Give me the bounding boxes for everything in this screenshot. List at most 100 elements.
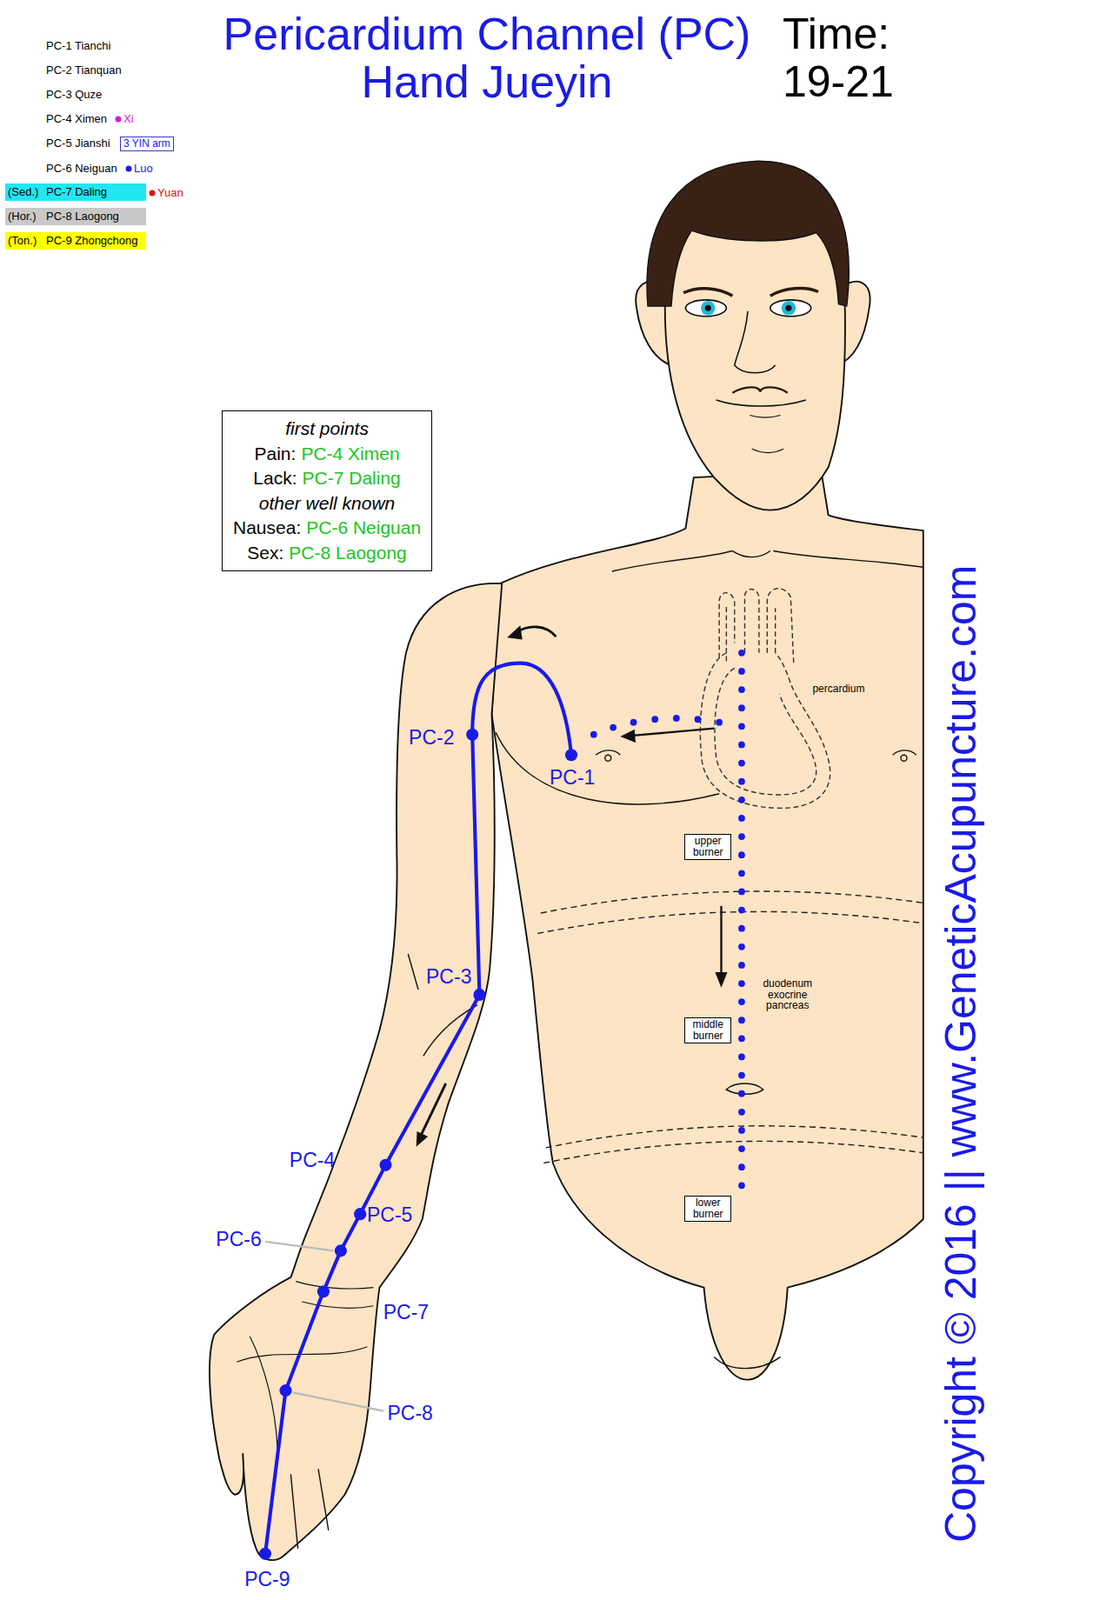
arrow-head (416, 1131, 428, 1147)
acupoint (379, 1159, 392, 1172)
section-heading: first points (285, 418, 369, 439)
pathway-dot (738, 961, 746, 969)
point-label: PC-7 (383, 1300, 429, 1324)
flow-arrow (632, 728, 714, 736)
point-name: PC-4 Ximen (46, 113, 107, 127)
arm (209, 583, 502, 1560)
clavicle (612, 551, 733, 572)
pathway-dot (738, 722, 746, 730)
heart-outline (714, 667, 817, 795)
point-name: PC-9 Zhongchong (46, 232, 139, 250)
point-label: PC-4 (289, 1148, 335, 1172)
acupoint (317, 1285, 330, 1298)
point-name: PC-2 Tianquan (46, 64, 122, 78)
arrow-head (714, 972, 727, 988)
pathway-dot (738, 1090, 746, 1098)
pathway-dot (738, 888, 746, 896)
point-category: Yuan (157, 186, 184, 200)
pathway-dot (738, 704, 746, 712)
page-title: Pericardium Channel (PC) Hand Jueyin (199, 10, 774, 107)
pathway-dot (738, 906, 746, 914)
tag-text: 3 YIN arm (123, 137, 171, 150)
pathway-dot (738, 667, 746, 675)
category-tag: 3 YIN arm (119, 136, 174, 152)
indication: Pain: (254, 443, 297, 464)
indication: Lack: (253, 467, 297, 488)
burner-boundary (540, 891, 924, 914)
text-row: Lack:PC-7 Daling (233, 466, 421, 492)
pathway-dot (738, 1108, 746, 1116)
acupoint (473, 988, 486, 1001)
pathway-dot (738, 1163, 746, 1171)
burner-boundary (543, 1140, 923, 1163)
acupoint (565, 748, 578, 761)
jugular-notch (732, 551, 770, 558)
pathway-dot (738, 1181, 746, 1189)
chest-line (495, 732, 720, 805)
mode-tag: (Ton.) (7, 232, 37, 250)
pathway-dot (738, 943, 746, 951)
pathway-dot (738, 925, 746, 933)
point-name: PC-6 Neiguan (46, 162, 118, 176)
highlight-band: (Hor.) PC-8 Laogong (5, 207, 147, 226)
flow-arrows (416, 625, 728, 1147)
pathway-dot (673, 714, 680, 722)
eye (685, 299, 727, 317)
flow-arrow (719, 906, 722, 976)
wrist-crease (301, 1301, 374, 1308)
highlight-band: (Sed.)PC-7 Daling (5, 183, 147, 201)
groin-crease (713, 1356, 780, 1368)
pathway-dot (738, 998, 746, 1006)
mode-tag: (Sed.) (7, 183, 39, 201)
flow-arrow (516, 626, 557, 637)
finger-line (318, 1468, 329, 1530)
iris (700, 300, 715, 315)
pathway-dot (738, 814, 746, 822)
point-name: PC-8 Laogong (46, 207, 120, 226)
clavicle (773, 551, 923, 568)
channel-line (265, 663, 572, 1554)
point-reference: PC-8 Laogong (288, 542, 407, 563)
time-value: 19-21 (782, 57, 894, 108)
highlight-band: (Ton.) PC-9 Zhongchong (5, 232, 147, 250)
pericardium-outline (699, 653, 830, 809)
finger-line (290, 1473, 298, 1549)
burner-text: middle burner (687, 1019, 728, 1042)
organ-label: percardium (812, 683, 865, 696)
burner-text: lower burner (687, 1197, 728, 1220)
pathway-dot (694, 715, 702, 723)
acupoint (334, 1244, 347, 1257)
time-heading: Time: (782, 9, 890, 60)
indication: Sex: (246, 542, 284, 563)
mustache (732, 386, 787, 393)
hair (646, 160, 849, 307)
point-name: PC-3 Quze (46, 88, 102, 102)
arrow-head (619, 729, 636, 743)
acupoint (353, 1207, 367, 1220)
palm-crease (249, 1336, 278, 1449)
point-label: PC-6 (215, 1227, 261, 1251)
eyebrow (683, 288, 733, 297)
mode-tag: (Hor.) (7, 207, 37, 226)
section-heading: other well known (259, 493, 395, 514)
point-label: PC-9 (244, 1567, 290, 1591)
point-reference: PC-4 Ximen (300, 443, 400, 464)
acupoint (279, 1384, 292, 1397)
pathway-dot (738, 851, 746, 859)
eyebrow (770, 287, 819, 296)
pupil (785, 305, 792, 312)
category-dot (115, 116, 122, 123)
burner-boundaries (537, 891, 923, 1164)
indication: Nausea: (233, 517, 301, 538)
vessel (744, 589, 759, 654)
chin (752, 448, 784, 453)
info-box: first pointsPain:PC-4 XimenLack:PC-7 Dal… (221, 410, 433, 572)
text-row: Pain:PC-4 Ximen (233, 441, 421, 467)
pathway-dot (738, 1053, 746, 1061)
pathway-dot (738, 1034, 746, 1042)
acupoint (259, 1547, 272, 1560)
point-reference: PC-7 Daling (302, 467, 401, 488)
pathway-dot (738, 1126, 746, 1134)
eye (770, 299, 812, 317)
pathway-dot (590, 731, 598, 739)
